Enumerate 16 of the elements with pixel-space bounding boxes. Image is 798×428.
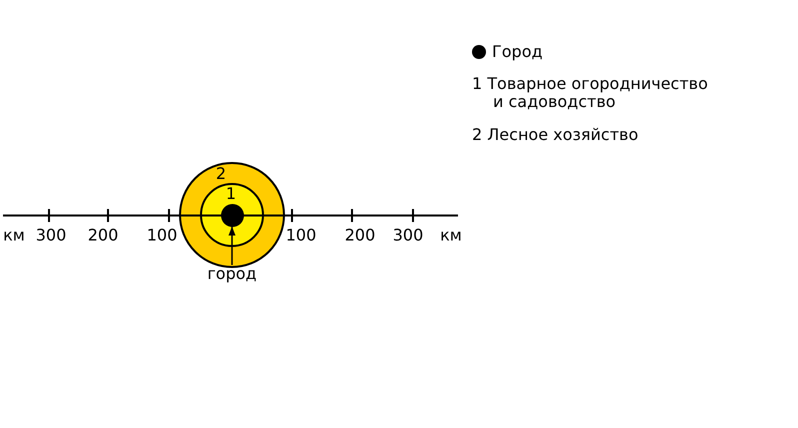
zone-number: 2: [216, 165, 226, 182]
city-label: город: [207, 265, 257, 282]
distance-label: 200: [344, 226, 376, 244]
distance-label: 300: [36, 226, 66, 244]
distance-label: 100: [286, 226, 316, 244]
distance-label: 200: [88, 226, 118, 244]
unit-label: км: [440, 226, 462, 244]
legend-label: Город: [492, 43, 543, 61]
distance-label: 100: [146, 226, 178, 244]
unit-label: км: [3, 226, 25, 244]
dot-icon: [220, 204, 244, 226]
legend-label: 2 Лесное хозяйство: [472, 126, 640, 144]
distance-label: 300: [392, 226, 424, 244]
leader-arrow: [228, 226, 236, 265]
legend-label: 1 Товарное огородничество и садоводство: [472, 75, 709, 111]
zone-number: 1: [226, 185, 236, 202]
